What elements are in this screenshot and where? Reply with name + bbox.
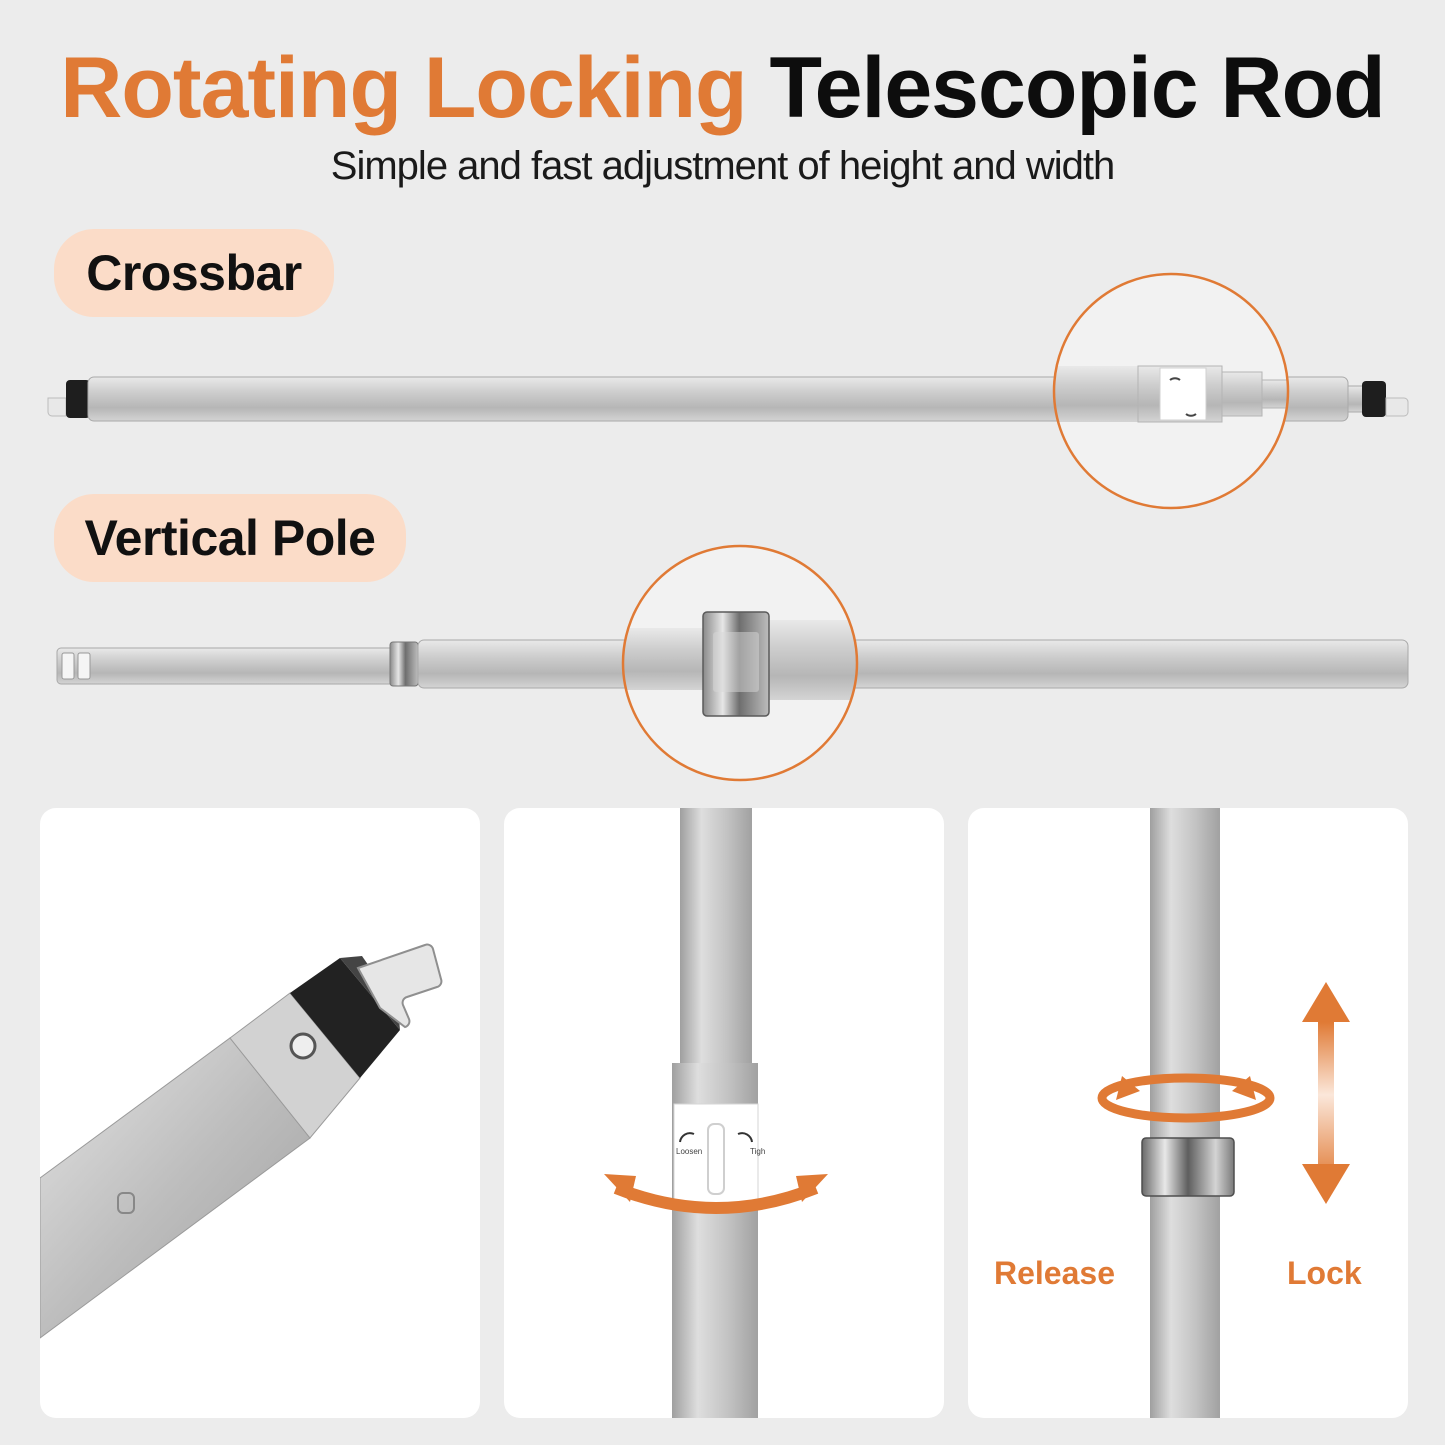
title-main: Telescopic Rod <box>769 40 1385 136</box>
tighten-arrow-icon <box>737 1132 753 1143</box>
rotate-arrow-icon <box>613 1182 819 1214</box>
panel-rotate-knob: Loosen Tigh <box>504 808 944 1418</box>
crossbar-end-cap-left <box>66 380 90 418</box>
crossbar-rod <box>47 376 1409 422</box>
rotate-ring-icon <box>1097 1073 1275 1123</box>
vertical-pole-collar <box>389 641 419 687</box>
release-label: Release <box>994 1255 1115 1291</box>
diagonal-rod <box>40 992 361 1339</box>
page-subtitle: Simple and fast adjustment of height and… <box>330 144 1115 188</box>
rod-pin-icon <box>289 1032 317 1060</box>
title-accent: Rotating Locking <box>60 40 747 136</box>
vertical-pole-label: Vertical Pole <box>54 494 406 582</box>
page-title: Rotating Locking Telescopic Rod <box>0 38 1445 138</box>
extend-arrow-icon <box>1302 982 1350 1204</box>
tighten-text: Tigh <box>750 1147 765 1156</box>
knob-instruction-label <box>673 1103 759 1205</box>
panel-release-lock <box>968 808 1408 1418</box>
loosen-arrow-icon <box>679 1132 695 1143</box>
hook-plate <box>356 943 443 1029</box>
loosen-text: Loosen <box>676 1147 702 1156</box>
panel-end-cap-closeup <box>40 808 480 1418</box>
crossbar-label: Crossbar <box>54 229 334 317</box>
lock-collar <box>1141 1137 1235 1197</box>
rods-illustration <box>47 272 1409 782</box>
crossbar-lock-label <box>1159 367 1207 421</box>
lock-label: Lock <box>1287 1255 1362 1291</box>
vertical-pole-zoom-circle <box>621 544 859 782</box>
crossbar-zoom-circle <box>1052 272 1290 510</box>
crossbar-end-cap-right <box>1362 381 1386 417</box>
